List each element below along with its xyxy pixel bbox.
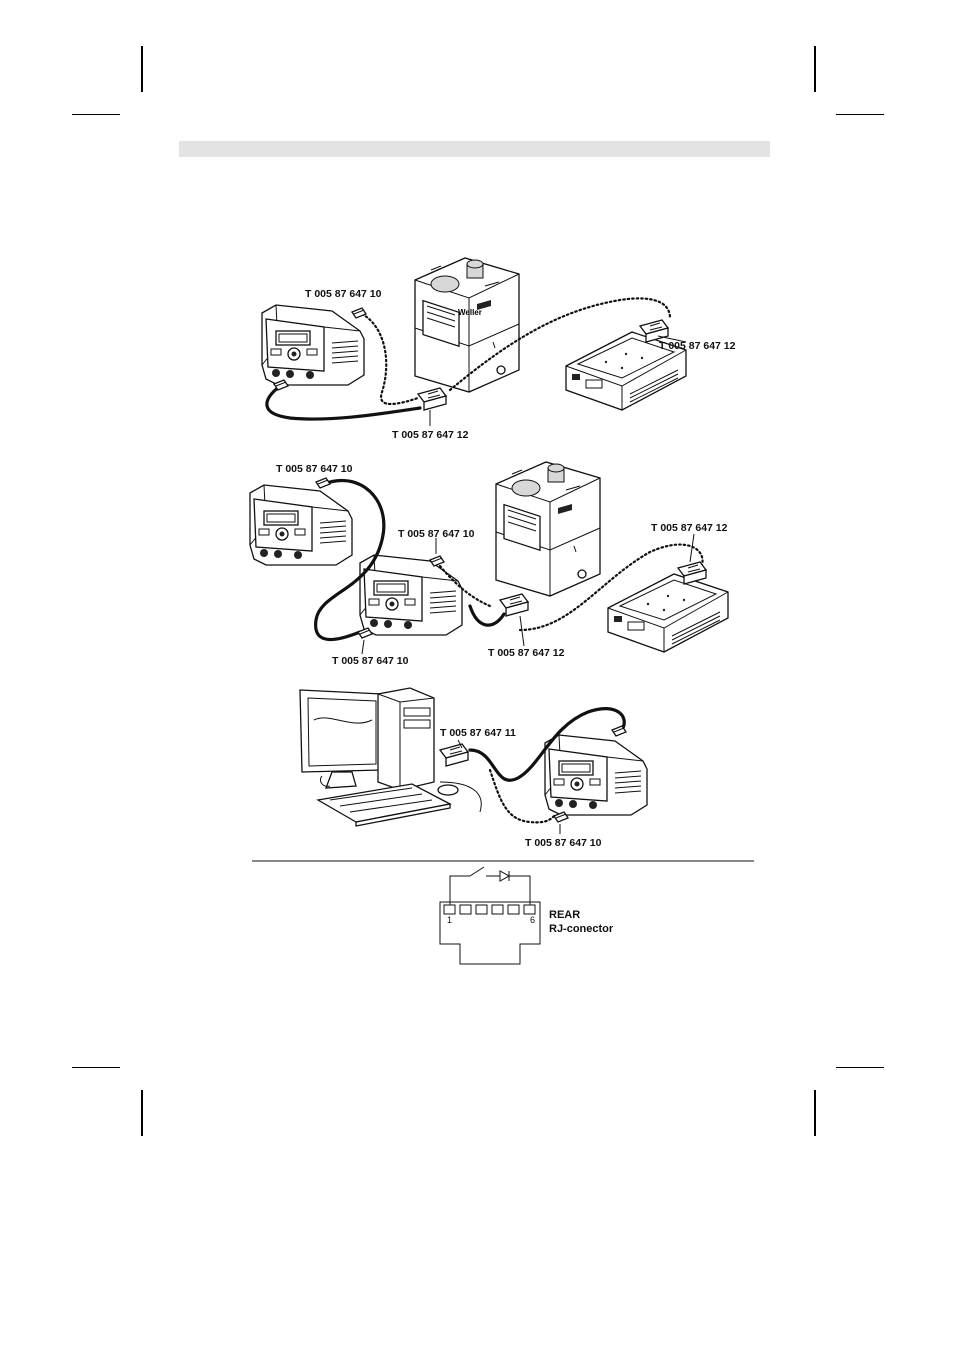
brand-logo: Weller bbox=[458, 308, 482, 317]
diagram-3: T 005 87 647 11 T 005 87 647 10 bbox=[300, 688, 647, 849]
subd-connector-icon bbox=[440, 744, 468, 766]
part-number-label: T 005 87 647 10 bbox=[332, 655, 409, 667]
part-number-label: T 005 87 647 10 bbox=[276, 463, 353, 475]
mouse-icon bbox=[438, 785, 458, 795]
wire bbox=[450, 876, 470, 905]
part-number-label: T 005 87 647 12 bbox=[651, 522, 728, 534]
part-number-label: T 005 87 647 12 bbox=[488, 647, 565, 659]
part-number-label: T 005 87 647 12 bbox=[392, 429, 469, 441]
computer-tower-icon bbox=[378, 688, 434, 790]
switch-symbol bbox=[470, 867, 484, 876]
rj-connector-schematic: 1 6 REAR RJ-conector bbox=[440, 867, 614, 964]
diagram-1: T 005 87 647 10 T 005 87 647 12 T 005 87… bbox=[262, 258, 736, 441]
preheating-plate-icon bbox=[608, 574, 728, 652]
soldering-station-icon bbox=[545, 735, 647, 815]
pin-3 bbox=[476, 905, 487, 914]
rj-cable bbox=[267, 386, 420, 419]
pin-5 bbox=[508, 905, 519, 914]
pin-6 bbox=[524, 905, 535, 914]
part-number-label: T 005 87 647 10 bbox=[305, 288, 382, 300]
part-number-label: T 005 87 647 11 bbox=[440, 727, 516, 739]
rj-cable bbox=[470, 606, 504, 625]
pin-4 bbox=[492, 905, 503, 914]
subd-connector-icon bbox=[418, 388, 446, 410]
pin-label: 6 bbox=[530, 915, 535, 925]
dotted-cable bbox=[362, 314, 418, 404]
diagram-2: T 005 87 647 10 T 005 87 647 10 T 005 87… bbox=[250, 462, 728, 667]
soldering-station-icon bbox=[250, 485, 352, 565]
wire bbox=[509, 876, 530, 905]
monitor-icon bbox=[300, 690, 382, 788]
part-number-label: T 005 87 647 12 bbox=[659, 340, 736, 352]
soldering-station-icon bbox=[360, 555, 462, 635]
diode-symbol bbox=[500, 871, 509, 881]
connector-label: RJ-conector bbox=[549, 923, 614, 935]
fume-extractor-icon bbox=[496, 462, 600, 596]
fume-extractor-icon bbox=[415, 258, 519, 392]
pin-2 bbox=[460, 905, 471, 914]
part-number-label: T 005 87 647 10 bbox=[525, 837, 602, 849]
pin-label: 1 bbox=[447, 915, 452, 925]
pin-1 bbox=[444, 905, 455, 914]
connector-label: REAR bbox=[549, 909, 580, 921]
keyboard-icon bbox=[318, 784, 450, 826]
soldering-station-icon bbox=[262, 305, 364, 385]
part-number-label: T 005 87 647 10 bbox=[398, 528, 475, 540]
